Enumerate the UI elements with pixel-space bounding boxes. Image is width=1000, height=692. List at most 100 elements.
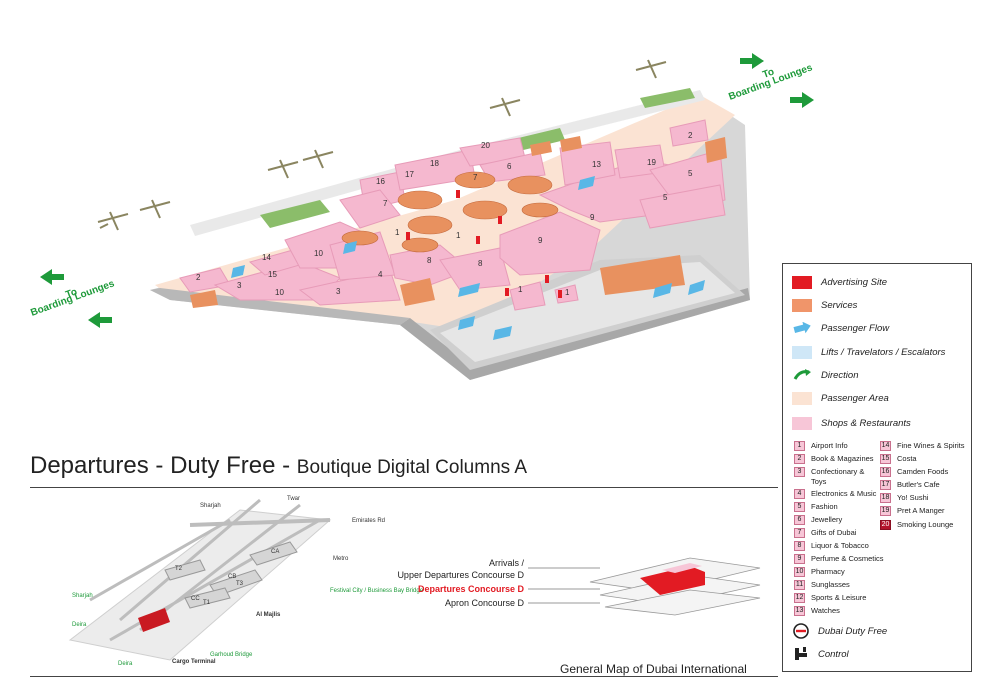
seating-areas [341,171,559,253]
passenger-area-swatch [792,391,812,405]
level-departures-label: Departures Concourse D [418,584,525,594]
shop-name: Toys [811,477,827,486]
shop-list-item: 19 Pret A Manger [880,505,945,516]
map-label: 7 [473,173,478,182]
shop-number: 19 [880,505,891,516]
map-label: 13 [592,160,601,169]
shop-list-item: 8 Liquor & Tobacco [794,540,869,551]
shop-name: Book & Magazines [811,454,874,463]
shop-name: Sports & Leisure [811,593,867,602]
site-label: T3 [236,581,244,587]
site-label: CB [228,574,236,580]
direction-to-label: To [761,67,776,81]
shop-number: 2 [794,453,805,464]
map-label: 8 [478,259,483,268]
control-icon [795,647,807,660]
direction-arrow-icon [88,312,112,328]
shop-name: Electronics & Music [811,489,877,498]
shop-name: Pret A Manger [897,506,945,515]
site-label: Deira [118,661,133,667]
legend-label: Lifts / Travelators / Escalators [821,346,946,358]
shop-list-item: Toys [811,476,826,487]
legend-label: Control [818,648,849,660]
shop-list-item: 12 Sports & Leisure [794,592,866,603]
legend-label: Shops & Restaurants [821,417,911,429]
shop-name: Liquor & Tobacco [811,541,869,550]
title-dash: - [155,452,164,479]
shop-list-item: 11 Sunglasses [794,579,850,590]
shop-name: Butler's Cafe [897,480,940,489]
legend-label: Passenger Flow [821,322,890,334]
level-upper-label: Upper Departures Concourse D [397,570,524,580]
map-label: 17 [405,170,414,179]
map-label: 6 [507,162,512,171]
direction-arrow-icon [740,53,764,69]
site-label: Deira [72,622,87,628]
map-label: 1 [395,228,400,237]
advertising-swatch [792,275,812,289]
site-label: CC [191,596,200,602]
map-label: 2 [688,131,693,140]
map-label: 5 [688,169,693,178]
shop-number: 12 [794,592,805,603]
shop-number: 9 [794,553,805,564]
shop-number: 1 [794,440,805,451]
map-label: 9 [590,213,595,222]
legend-label: Passenger Area [821,392,889,404]
divider [30,676,778,677]
map-label: 20 [481,141,490,150]
site-label: Emirates Rd [352,518,385,524]
shop-name: Airport Info [811,441,848,450]
site-label: Sharjah [72,593,93,599]
shop-number: 14 [880,440,891,451]
shop-number: 8 [794,540,805,551]
service-areas [190,136,727,308]
direction-boarding-label: Boarding Lounges [29,278,116,319]
shop-name: Sunglasses [811,580,850,589]
map-label: 1 [565,288,570,297]
site-label: Al Majlis [256,612,281,618]
site-label: Festival City / Business Bay Bridge [330,588,424,594]
shop-list-item: 17 Butler's Cafe [880,479,940,490]
site-label: Garhoud Bridge [210,652,253,658]
map-label: 16 [376,177,385,186]
site-label: CA [271,549,279,555]
map-label: 15 [268,270,277,279]
shop-number: 11 [794,579,805,590]
direction-arrow-icon [40,269,64,285]
site-label: Cargo Terminal [172,659,216,665]
lifts-swatch [792,345,812,359]
direction-arrow-icon [793,368,811,380]
shop-name: Yo! Sushi [897,493,929,502]
passenger-flow-icon [793,321,811,333]
shop-list-item: 2 Book & Magazines [794,453,874,464]
page-title: Departures - Duty Free - Boutique Digita… [30,452,527,480]
map-label: 2 [196,273,201,282]
shops-swatch [792,416,812,430]
shop-number: 15 [880,453,891,464]
legend-item: Passenger Area [792,391,889,405]
shop-number: 17 [880,479,891,490]
direction-left: To Boarding Lounges [29,269,116,328]
map-label: 3 [336,287,341,296]
title-sub: Boutique Digital Columns A [296,457,528,478]
map-label: 7 [383,199,388,208]
site-map: Twar Sharjah Emirates Rd Metro CA T2 CB … [68,496,424,667]
map-label: 1 [518,285,523,294]
shop-number: 7 [794,527,805,538]
shop-number: 20 [880,519,891,530]
site-label: Twar [287,496,300,502]
map-label: 4 [378,270,383,279]
map-label: 8 [427,256,432,265]
